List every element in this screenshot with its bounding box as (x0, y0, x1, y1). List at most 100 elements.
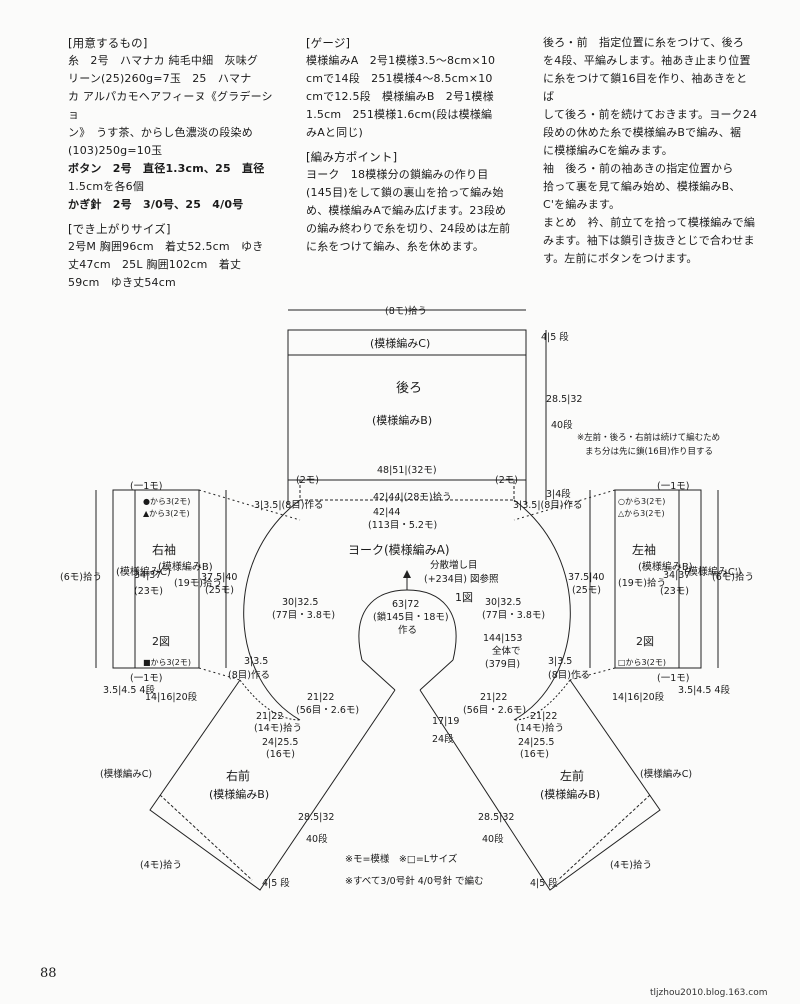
yoke-inc2: (+234目) 図参照 (424, 573, 499, 585)
gauge-line: cmで12.5段 模様編みB 2号1模様 (306, 90, 494, 103)
materials-line: ン》 うす茶、からし色濃淡の段染め (68, 126, 253, 139)
left-sleeve-panel (614, 489, 702, 669)
yoke-inc: 分散増し目 (430, 559, 478, 571)
back-rows-top: 4|5 段 (541, 331, 569, 343)
lfront-bot: 4|5 段 (530, 877, 558, 889)
rsleeve-from2: ▲から3(2モ) (143, 509, 190, 518)
materials-line: ボタン 2号 直径1.3cm、25 直径 (68, 162, 265, 175)
rfront-pickup: (4モ)拾う (140, 859, 182, 871)
rfront-ann3: 24|25.5 (262, 737, 298, 748)
lfront-ann1b: (56目・2.6モ) (463, 705, 526, 716)
rsleeve-inner: 34|37 (134, 570, 161, 581)
lsleeve-from1: ○から3(2モ) (618, 497, 665, 506)
back-width: 48|51|(32モ) (377, 465, 437, 476)
yoke-title: ヨーク(模様編みA) (348, 542, 450, 557)
rsleeve-pickup: (6モ)拾う (60, 571, 102, 583)
materials-line: 糸 2号 ハマナカ 純毛中細 灰味グ (68, 54, 259, 67)
rsleeve-fig: 2図 (152, 635, 170, 648)
rfront-ann3b: (16モ) (266, 749, 295, 760)
back-panel (287, 329, 527, 481)
rfront-arm2: (8目)作る (228, 669, 270, 681)
legend-1: ※モ=模様 ※□=Lサイズ (345, 853, 458, 865)
gauge-title: [ゲージ] (306, 36, 351, 50)
lsleeve-top: (一1モ) (657, 481, 689, 492)
back-edge-left: (2モ) (296, 475, 319, 486)
lsleeve-border: (模様編みC') (684, 565, 742, 578)
back-note2: まち分は先に鎖(16目)作り目する (585, 446, 713, 457)
points-line: の編み終わりで糸を切り、24段めは左前 (306, 222, 511, 235)
total-sts: (379目) (485, 659, 520, 670)
rsleeve-from3: ■から3(2モ) (143, 658, 191, 667)
lsleeve-pattern: (模様編みB) (638, 560, 693, 573)
rfront-len: 28.5|32 (298, 812, 334, 823)
yoke-outer-arc (243, 499, 301, 721)
points-line: に糸をつけて編み、糸を休めます。 (306, 240, 485, 253)
total-row: 144|153 (483, 633, 522, 644)
size-line: 丈47cm 25L 胸囲102cm 着丈 (68, 258, 242, 271)
gauge-line: cmで14段 251模様4〜8.5cm×10 (306, 72, 493, 85)
right-sleeve-panel (112, 489, 200, 669)
instr-line: す。左前にボタンをつけます。 (543, 252, 698, 265)
yoke-side-left2: (77目・3.8モ) (272, 610, 335, 621)
yoke-outer: 42|44|(28モ)拾う (373, 491, 452, 503)
rfront-border: (模様編みC) (100, 768, 152, 780)
neck-make: 作る (398, 624, 417, 636)
rsleeve-title: 右袖 (152, 542, 176, 557)
rsleeve-inner2: (23モ) (134, 586, 163, 597)
instr-line: に糸をつけて鎖16目を作り、袖あきをとば (543, 72, 748, 103)
right-front-panel (149, 679, 396, 891)
gauge-line: 模様編みA 2号1模様3.5〜8cm×10 (306, 54, 496, 67)
page-number: 88 (40, 966, 57, 981)
lfront-ann2: 21|22 (530, 711, 557, 722)
rsleeve-from1: ●から3(2モ) (143, 497, 190, 506)
rfront-rows: 40段 (306, 833, 328, 845)
lsleeve-inner2: (23モ) (660, 586, 689, 597)
lsleeve-len: 37.5|40 (568, 572, 604, 583)
materials-line: かぎ針 2号 3/0号、25 4/0号 (68, 198, 244, 211)
rfront-bot: 4|5 段 (262, 877, 290, 889)
instr-line: まとめ 衿、前立てを拾って模様編みで編 (543, 216, 756, 229)
lfront-ann2b: (14モ)拾う (516, 722, 564, 734)
lfront-pickup: (4モ)拾う (610, 859, 652, 871)
neck-chain: (鎖145目・18モ) (373, 611, 449, 623)
lfront-neck2: 24段 (432, 733, 454, 745)
instr-line: に模様編みCを編みます。 (543, 144, 673, 157)
lsleeve-rows: 3.5|4.5 4段 (678, 684, 730, 696)
points-line: め、模様編みAで編み広げます。23段め (306, 204, 507, 217)
points-line: (145目)をして鎖の裏山を拾って編み始 (306, 186, 504, 199)
yoke-side-right2: (77目・3.8モ) (482, 610, 545, 621)
back-edge-right: (2モ) (495, 475, 518, 486)
yoke-side-right: 30|32.5 (485, 597, 521, 608)
rfront-ann1b: (56目・2.6モ) (296, 705, 359, 716)
column-gauge: [ゲージ] 模様編みA 2号1模様3.5〜8cm×10 cmで14段 251模様… (306, 34, 526, 256)
instr-line: 拾って裏を見て編み始め、模様編みB、 (543, 180, 741, 193)
instr-line: 袖 後ろ・前の袖あきの指定位置から (543, 162, 734, 175)
total-label: 全体で (492, 645, 521, 657)
lsleeve-from2: △から3(2モ) (618, 509, 665, 518)
lfront-neck: 17|19 (432, 716, 459, 727)
lfront-title: 左前 (560, 768, 584, 783)
back-rows-mid: 28.5|32 (546, 394, 582, 405)
size-line: 59cm ゆき丈54cm (68, 276, 176, 289)
armhole-left: 3|3.5|(8目)作る (254, 499, 324, 511)
back-border-label: (模様編みC) (370, 336, 430, 350)
lfront-ann3: 24|25.5 (518, 737, 554, 748)
lfront-border: (模様編みC) (640, 768, 692, 780)
instr-line: 段めの休めた糸で模様編みBで編み、裾 (543, 126, 742, 139)
rsleeve-border: (模様編みC) (116, 565, 171, 578)
materials-title: [用意するもの] (68, 36, 148, 50)
lsleeve-title: 左袖 (632, 542, 656, 557)
credit-watermark: tljzhou2010.blog.163.com (650, 988, 768, 998)
lsleeve-pick2: (19モ)拾う (618, 577, 666, 589)
lsleeve-bot: (一1モ) (657, 673, 689, 684)
size-title: [でき上がりサイズ] (68, 222, 171, 236)
lfront-arm2: (8目)作る (548, 669, 590, 681)
materials-line: リーン(25)260g=7玉 25 ハマナ (68, 72, 252, 85)
instr-line: 後ろ・前 指定位置に糸をつけて、後ろ (543, 36, 745, 49)
lsleeve-len2: (25モ) (572, 585, 601, 596)
rsleeve-pick2: (19モ)拾う (174, 577, 222, 589)
gauge-line: 1.5cm 251模様1.6cm(段は模様編 (306, 108, 493, 121)
rsleeve-len2: (25モ) (205, 585, 234, 596)
instr-line: C'を編みます。 (543, 198, 621, 211)
lfront-pattern: (模様編みB) (540, 787, 600, 801)
